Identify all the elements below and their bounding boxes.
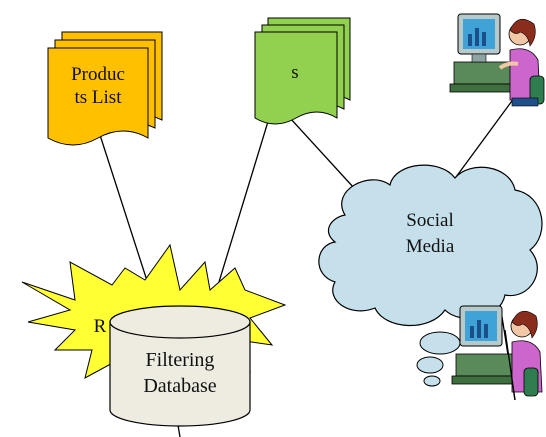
cloud-label-line2: Media [406,236,455,257]
user-at-computer-icon [449,13,545,107]
cloud-label-line1: Social [406,210,454,231]
products-list-label-line1: Produc [71,64,125,85]
line-products-to-db [99,134,151,291]
products-list-label-line2: ts List [75,87,123,108]
user-at-computer-icon-2 [451,305,543,397]
line-cloud-to-user2-overlay [504,329,516,401]
filtering-database-cylinder: Filtering Database [109,305,251,427]
database-label-line2: Database [143,375,216,397]
products-list-doc-stack: Produc ts List [47,31,163,146]
database-label-line1: Filtering [146,349,215,371]
social-media-cloud: Social Media [318,164,543,387]
explosion-label: R [94,316,107,337]
line-green-to-db [214,114,271,296]
green-doc-label: s [291,62,298,83]
line-db-bottom [177,424,181,437]
green-doc-stack: s [254,17,351,125]
